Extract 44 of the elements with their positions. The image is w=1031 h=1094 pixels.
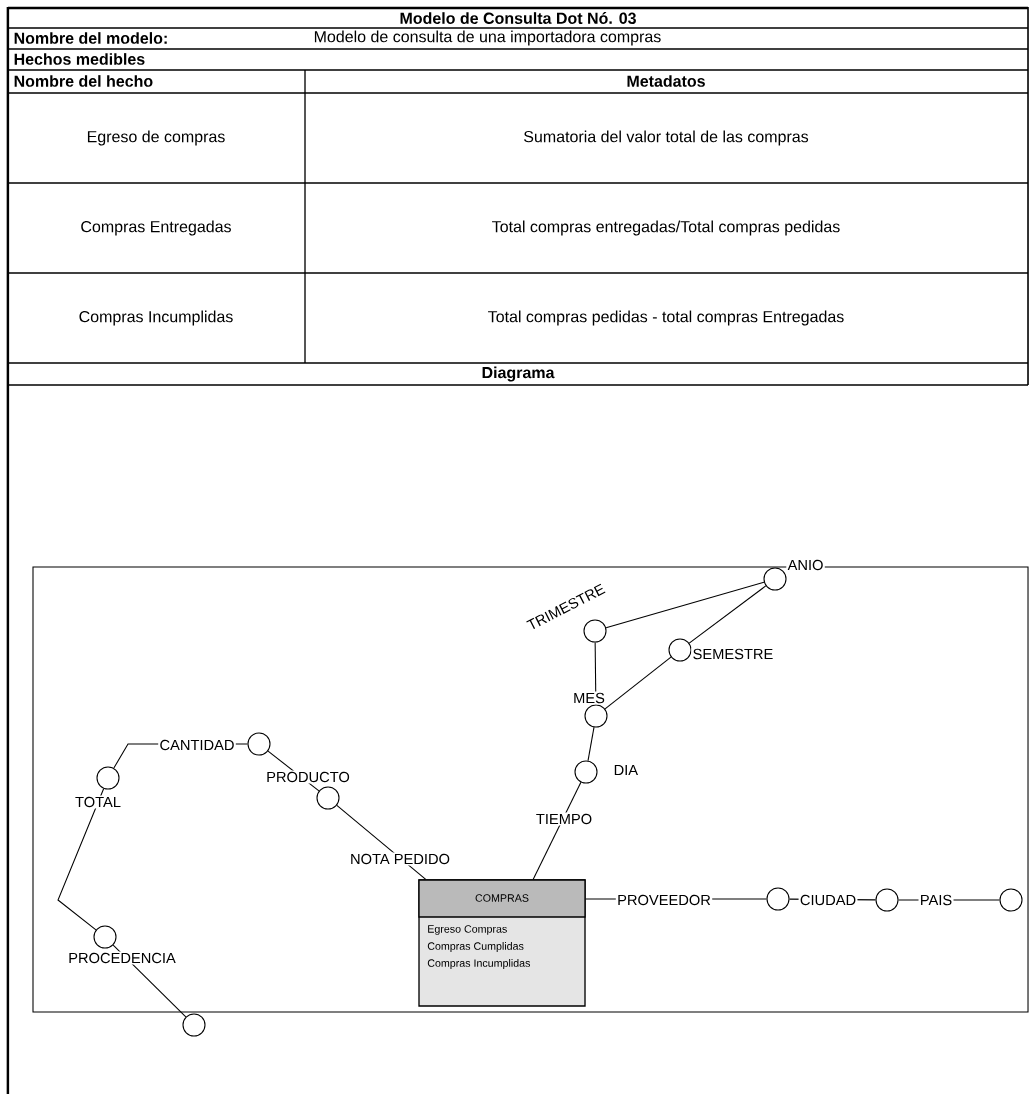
circle-node bbox=[316, 786, 340, 810]
circle-node bbox=[584, 704, 608, 728]
fact-description: Total compras entregadas/Total compras pedidas bbox=[492, 220, 840, 236]
level-label: PROCEDENCIA bbox=[66, 951, 178, 965]
field-label: Nombre del modelo: bbox=[14, 32, 167, 44]
fact-description: Sumatoria del valor total de las compras bbox=[524, 130, 809, 146]
connector-line bbox=[532, 781, 582, 880]
edge-label: CIUDAD bbox=[798, 893, 858, 907]
level-label: TOTAL bbox=[73, 795, 123, 809]
edge-label: CANTIDAD bbox=[158, 738, 236, 752]
connector-line bbox=[604, 656, 672, 710]
fact-name: Compras Entregadas bbox=[81, 220, 231, 236]
circle-node bbox=[247, 732, 271, 756]
connector-line bbox=[688, 585, 767, 644]
circle-node bbox=[766, 887, 790, 911]
edge-label: NOTA PEDIDO bbox=[348, 852, 452, 866]
connector-line bbox=[605, 581, 765, 629]
column-heading: Nombre del hecho bbox=[14, 75, 153, 87]
fact-name: Egreso de compras bbox=[87, 130, 225, 146]
circle-node bbox=[93, 925, 117, 949]
section-heading: Hechos medibles bbox=[14, 53, 145, 65]
entity-box: COMPRAS Egreso Compras Compras Cumplidas Compras Incumplidas bbox=[418, 879, 586, 1007]
edge-label: TIEMPO bbox=[534, 812, 594, 826]
connector-line bbox=[57, 788, 105, 931]
section-heading: Diagrama bbox=[482, 366, 555, 382]
circle-node bbox=[574, 760, 598, 784]
fact-description: Total compras pedidas - total compras Entregadas bbox=[488, 310, 844, 326]
level-label: DIA bbox=[612, 763, 640, 777]
field-value: Modelo de consulta de una importadora compras bbox=[314, 30, 661, 46]
table-title: Modelo de Consulta Dot Nó. 03 bbox=[400, 12, 636, 24]
column-heading: Metadatos bbox=[627, 75, 705, 87]
edge-label: PROVEEDOR bbox=[615, 893, 713, 907]
circle-node bbox=[875, 888, 899, 912]
level-label: ANIO bbox=[786, 558, 825, 572]
circle-node bbox=[96, 766, 120, 790]
circle-node bbox=[763, 567, 787, 591]
circle-node bbox=[668, 638, 692, 662]
fact-name: Compras Incumplidas bbox=[79, 310, 233, 326]
connector-line bbox=[587, 726, 595, 762]
edge-label: PAIS bbox=[918, 893, 954, 907]
circle-node bbox=[999, 888, 1023, 912]
level-label: PRODUCTO bbox=[264, 770, 352, 784]
level-label: MES bbox=[571, 691, 607, 705]
circle-node bbox=[182, 1013, 206, 1037]
